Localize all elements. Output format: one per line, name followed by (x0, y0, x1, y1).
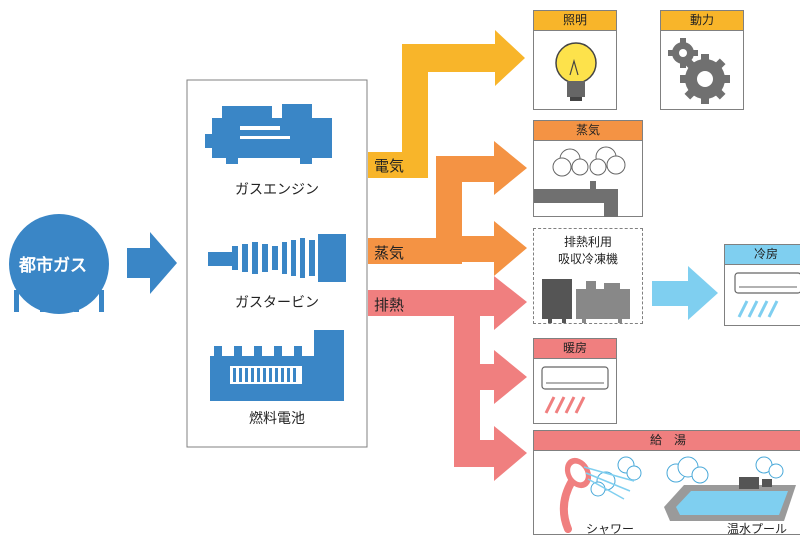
gas-turbine-icon (208, 234, 346, 282)
gas-turbine-label: ガスタービン (235, 295, 319, 311)
steam-use-header: 蒸気 (534, 121, 642, 141)
exhaust-heat-flow-arrow (368, 276, 527, 481)
pool-icon (664, 456, 796, 521)
shower-icon (559, 456, 642, 533)
power-header: 動力 (661, 11, 743, 31)
light-bulb-icon (555, 42, 597, 101)
hot-water-header: 給 湯 (534, 431, 800, 451)
shower-and-pool-icon (559, 456, 796, 533)
heating-header: 暖房 (534, 339, 616, 359)
hot-water-box: 給 湯 シャワー 温水プール (533, 430, 800, 536)
gas-engine-label: ガスエンジン (235, 182, 319, 198)
heating-box: 暖房 (533, 338, 617, 424)
steam-pipe-icon (534, 146, 626, 217)
air-conditioner-warm-icon (541, 366, 609, 414)
gear-icon (668, 38, 730, 104)
electricity-flow-arrow (368, 30, 525, 178)
cooling-header: 冷房 (725, 245, 800, 265)
exhaust-heat-flow-label: 排熱 (374, 296, 405, 314)
power-box: 動力 (660, 10, 744, 110)
shower-label: シャワー (586, 522, 635, 536)
fuel-cell-label: 燃料電池 (249, 411, 305, 427)
lighting-box: 照明 (533, 10, 617, 110)
steam-use-box: 蒸気 (533, 120, 643, 217)
air-conditioner-cold-icon (734, 272, 800, 318)
steam-flow-arrow (368, 141, 527, 276)
city-gas-label: 都市ガス (19, 256, 87, 276)
city-gas-tank-icon (9, 214, 109, 314)
absorption-chiller-box: 排熱利用 吸収冷凍機 (533, 228, 643, 324)
gas-engine-icon (205, 104, 332, 164)
fuel-cell-icon (210, 330, 344, 401)
lighting-header: 照明 (534, 11, 616, 31)
absorption-chiller-icon (542, 279, 630, 323)
pool-label: 温水プール (727, 522, 788, 536)
absorption-chiller-label: 排熱利用 吸収冷凍機 (557, 235, 618, 266)
chiller-to-cooling-arrow (652, 266, 718, 320)
cooling-box: 冷房 (724, 244, 800, 326)
gas-supply-arrow (127, 232, 177, 294)
electricity-flow-label: 電気 (374, 157, 405, 175)
steam-flow-label: 蒸気 (374, 244, 405, 262)
